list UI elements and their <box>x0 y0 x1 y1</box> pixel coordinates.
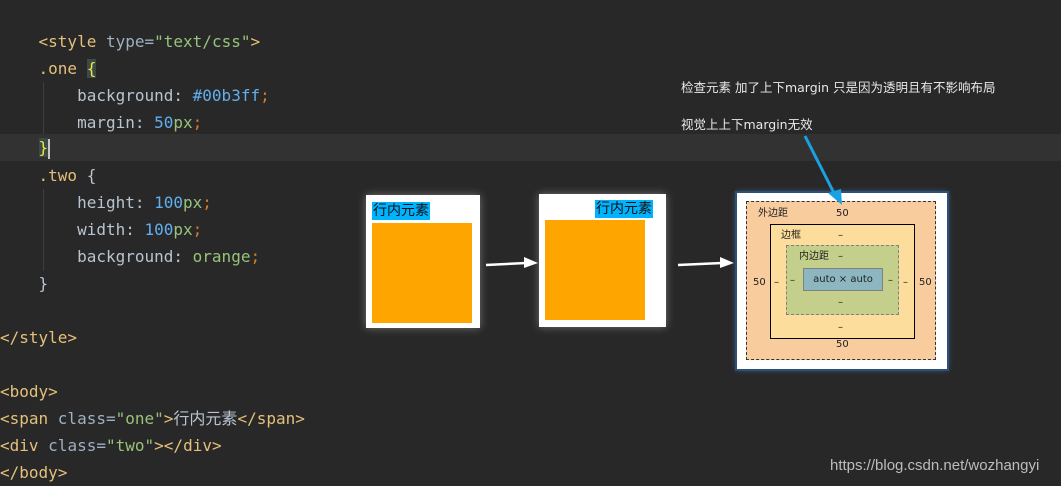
code-line-rule-two: .two { <box>38 166 97 185</box>
margin-right-value: 50 <box>919 277 932 288</box>
code-line-decl: width: 100px; <box>77 220 203 239</box>
box-model-padding: 内边距 – – – – auto × auto <box>786 245 899 315</box>
code-line-span: <span class="one">行内元素</span> <box>0 409 305 428</box>
inline-span: 行内元素 <box>372 202 430 220</box>
code-line-decl: margin: 50px; <box>77 113 203 132</box>
code-line-decl: height: 100px; <box>77 193 212 212</box>
indent-guide <box>43 82 44 134</box>
text-cursor <box>48 138 51 159</box>
callout-arrow-icon <box>803 135 842 205</box>
border-left-value: – <box>774 277 779 288</box>
box-model-panel: 外边距 50 50 50 50 边框 – – – – 内边距 – – – – a… <box>735 191 949 371</box>
code-line-style-close: </style> <box>0 328 78 347</box>
inline-span-with-margin: 行内元素 <box>595 200 653 218</box>
annotation-line-1: 检查元素 加了上下margin 只是因为透明且有不影响布局 <box>681 80 996 95</box>
margin-top-value: 50 <box>836 208 849 219</box>
render-preview-1: 行内元素 <box>366 195 480 328</box>
box-model-margin: 外边距 50 50 50 50 边框 – – – – 内边距 – – – – a… <box>746 201 936 360</box>
code-line-decl: background: orange; <box>77 247 261 266</box>
border-top-value: – <box>838 230 843 241</box>
box-model-border: 边框 – – – – 内边距 – – – – auto × auto <box>770 224 915 339</box>
border-right-value: – <box>903 277 908 288</box>
box-model-content: auto × auto <box>803 268 883 291</box>
padding-right-value: – <box>888 275 893 286</box>
margin-left-value: 50 <box>753 277 766 288</box>
code-line-div: <div class="two"></div> <box>0 436 222 455</box>
annotation-line-2: 视觉上上下margin无效 <box>681 117 813 132</box>
margin-bottom-value: 50 <box>836 339 849 350</box>
code-line-rule-one: .one { <box>38 59 97 78</box>
padding-left-value: – <box>790 275 795 286</box>
orange-div <box>545 220 645 320</box>
code-line-1: <style type="text/css"> <box>38 32 261 51</box>
code-line-decl: background: #00b3ff; <box>77 86 270 105</box>
code-line-close-brace: } <box>38 274 49 293</box>
margin-label: 外边距 <box>758 208 788 219</box>
padding-label: 内边距 <box>799 251 829 262</box>
orange-div <box>372 223 472 323</box>
padding-bottom-value: – <box>838 297 843 308</box>
border-label: 边框 <box>781 230 801 241</box>
code-line-body-open: <body> <box>0 382 58 401</box>
watermark: https://blog.csdn.net/wozhangyi <box>830 457 1040 474</box>
border-bottom-value: – <box>838 322 843 333</box>
arrow-right-icon <box>677 257 734 268</box>
padding-top-value: – <box>838 251 843 262</box>
code-line-current: } <box>0 134 1061 161</box>
arrow-right-icon <box>485 257 538 268</box>
code-line-body-close: </body> <box>0 463 68 482</box>
render-preview-2: 行内元素 <box>539 194 666 327</box>
indent-guide <box>43 189 44 271</box>
